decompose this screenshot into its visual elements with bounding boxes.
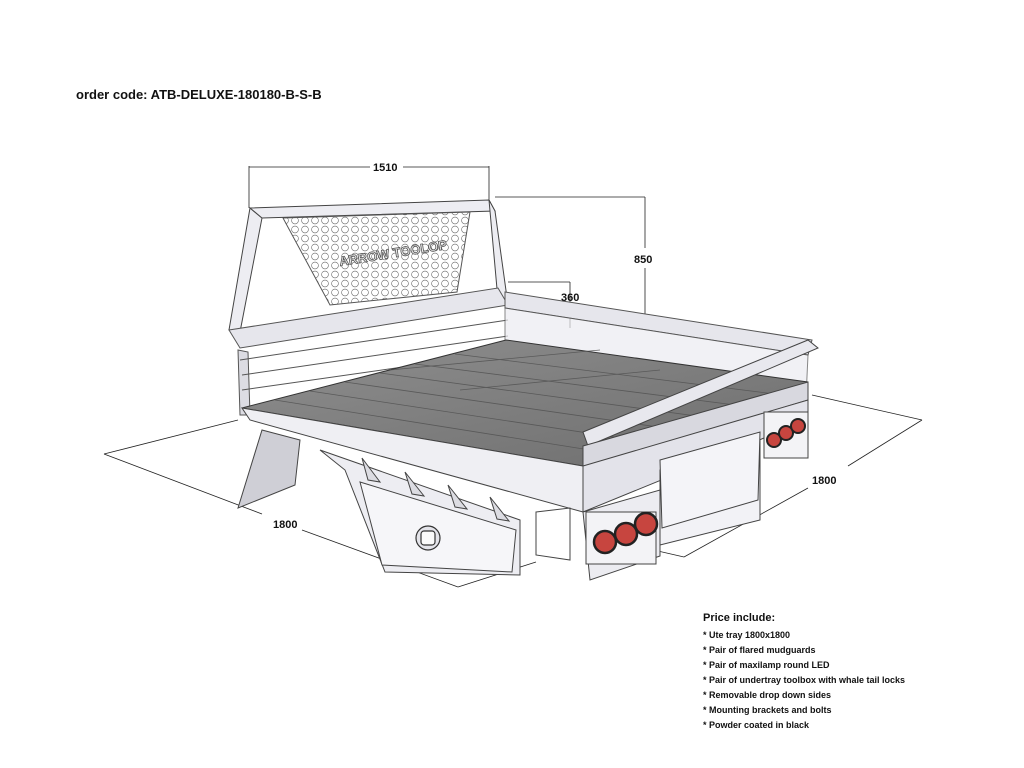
undertray-toolbox-left <box>319 449 521 576</box>
headboard-mesh <box>282 211 471 306</box>
order-code: order code: ATB-DELUXE-180180-B-S-B <box>76 87 322 102</box>
price-item: * Ute tray 1800x1800 <box>703 630 791 640</box>
maxilamp-icon <box>592 529 618 555</box>
dim-left-depth: 1800 <box>273 519 297 531</box>
price-list: * Ute tray 1800x1800 * Pair of flared mu… <box>703 628 905 733</box>
undertray-toolbox-right <box>659 431 761 529</box>
price-item: * Pair of undertray toolbox with whale t… <box>703 675 906 685</box>
mounting-bracket <box>535 507 571 561</box>
price-item: * Powder coated in black <box>703 720 810 730</box>
maxilamp-icon <box>633 511 659 537</box>
whale-tail-lock-icon <box>415 525 441 551</box>
price-item: * Pair of flared mudguards <box>703 645 816 655</box>
tailgate <box>582 339 819 469</box>
maxilamp-icon <box>790 418 806 434</box>
dim-height: 850 <box>634 254 652 266</box>
left-mudguard <box>237 429 301 509</box>
dim-headboard-width: 1510 <box>373 162 397 174</box>
maxilamp-icon <box>766 432 782 448</box>
deck-boards <box>274 349 776 455</box>
price-includes: Price include: * Ute tray 1800x1800 * Pa… <box>703 612 905 733</box>
maxilamp-icon <box>778 425 794 441</box>
tail-light-left <box>585 511 659 565</box>
price-item: * Pair of maxilamp round LED <box>703 660 830 670</box>
dim-side-height: 360 <box>561 292 579 304</box>
price-title: Price include: <box>703 612 776 624</box>
price-item: * Removable drop down sides <box>703 690 832 700</box>
tail-light-right <box>763 411 809 459</box>
maxilamp-icon <box>613 521 639 547</box>
dimension-lines <box>103 166 923 588</box>
headboard-frame <box>228 199 509 333</box>
price-item: * Mounting brackets and bolts <box>703 705 832 715</box>
dim-right-depth: 1800 <box>812 475 836 487</box>
